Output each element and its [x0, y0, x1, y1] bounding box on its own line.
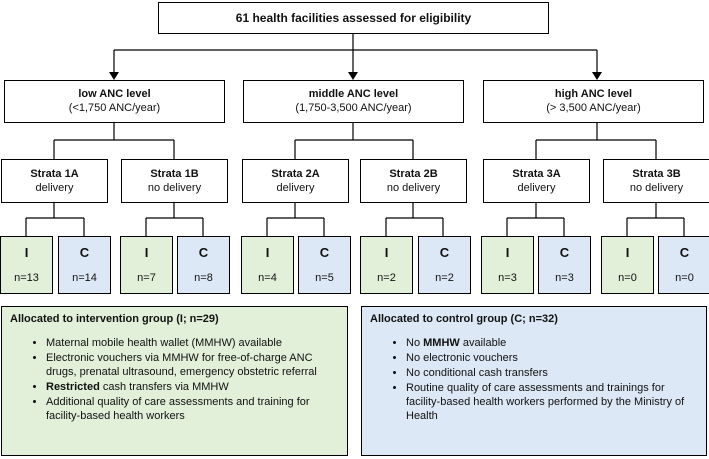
- strata-1b-box: Strata 1B no delivery: [121, 159, 228, 203]
- intervention-heading: Allocated to intervention group (I; n=29…: [10, 313, 219, 325]
- arm-count: n=4: [258, 272, 277, 284]
- arm-count: n=2: [377, 272, 396, 284]
- strata-2b-box: Strata 2B no delivery: [360, 159, 467, 203]
- control-list: No MMHW available No electronic vouchers…: [370, 336, 698, 423]
- arm-count: n=8: [194, 272, 213, 284]
- list-item: Routine quality of care assessments and …: [406, 381, 698, 423]
- arm-label: I: [144, 245, 149, 260]
- arm-count: n=14: [72, 272, 97, 284]
- list-item: No electronic vouchers: [406, 351, 698, 365]
- level-name: middle ANC level: [308, 88, 399, 100]
- control-heading: Allocated to control group (C; n=32): [370, 313, 558, 325]
- strata-sub: delivery: [35, 182, 74, 194]
- list-item: No conditional cash transfers: [406, 366, 698, 380]
- arm-count: n=5: [315, 272, 334, 284]
- strata-3b-box: Strata 3B no delivery: [603, 159, 709, 203]
- list-item: Restricted cash transfers via MMHW: [46, 380, 339, 394]
- strata-2a-box: Strata 2A delivery: [242, 159, 349, 203]
- strata-name: Strata 2A: [271, 168, 320, 180]
- arm-label: C: [319, 245, 330, 260]
- strata-name: Strata 3A: [512, 168, 561, 180]
- arm-label: C: [198, 245, 209, 260]
- arm-count: n=3: [555, 272, 574, 284]
- list-item: Additional quality of care assessments a…: [46, 395, 339, 423]
- arm-label: I: [505, 245, 510, 260]
- strata-name: Strata 3B: [632, 168, 681, 180]
- level-range: (1,750-3,500 ANC/year): [295, 102, 412, 114]
- arm-label: I: [384, 245, 389, 260]
- strata-sub: delivery: [517, 182, 556, 194]
- level-middle-box: middle ANC level (1,750-3,500 ANC/year): [243, 80, 464, 123]
- arm-count: n=2: [435, 272, 454, 284]
- list-item: Electronic vouchers via MMHW for free-of…: [46, 351, 339, 379]
- strata-sub: no delivery: [147, 182, 202, 194]
- arm-label: I: [265, 245, 270, 260]
- strata-3a-box: Strata 3A delivery: [483, 159, 590, 203]
- strata-name: Strata 1A: [30, 168, 79, 180]
- strata-sub: no delivery: [629, 182, 684, 194]
- list-item: No MMHW available: [406, 336, 698, 350]
- strata-1a-box: Strata 1A delivery: [1, 159, 108, 203]
- level-range: (<1,750 ANC/year): [68, 102, 161, 114]
- arm-label: C: [439, 245, 450, 260]
- arm-count: n=13: [14, 272, 39, 284]
- control-panel: Allocated to control group (C; n=32) No …: [361, 306, 707, 456]
- list-item: Maternal mobile health wallet (MMHW) ava…: [46, 336, 339, 350]
- arm-label: I: [625, 245, 630, 260]
- eligibility-box: 61 health facilities assessed for eligib…: [158, 2, 549, 34]
- arm-label: C: [679, 245, 690, 260]
- level-name: low ANC level: [78, 88, 151, 100]
- arm-count: n=3: [498, 272, 517, 284]
- intervention-panel: Allocated to intervention group (I; n=29…: [1, 306, 348, 456]
- strata-sub: no delivery: [386, 182, 441, 194]
- level-name: high ANC level: [554, 88, 633, 100]
- arm-count: n=7: [137, 272, 156, 284]
- arm-label: C: [79, 245, 90, 260]
- arm-count: n=0: [675, 272, 694, 284]
- arm-count: n=0: [618, 272, 637, 284]
- intervention-list: Maternal mobile health wallet (MMHW) ava…: [10, 336, 339, 423]
- arm-label: I: [24, 245, 29, 260]
- strata-sub: delivery: [276, 182, 315, 194]
- strata-name: Strata 1B: [150, 168, 199, 180]
- arm-label: C: [559, 245, 570, 260]
- level-high-box: high ANC level (> 3,500 ANC/year): [483, 80, 704, 123]
- level-low-box: low ANC level (<1,750 ANC/year): [4, 80, 225, 123]
- strata-name: Strata 2B: [389, 168, 438, 180]
- level-range: (> 3,500 ANC/year): [546, 102, 641, 114]
